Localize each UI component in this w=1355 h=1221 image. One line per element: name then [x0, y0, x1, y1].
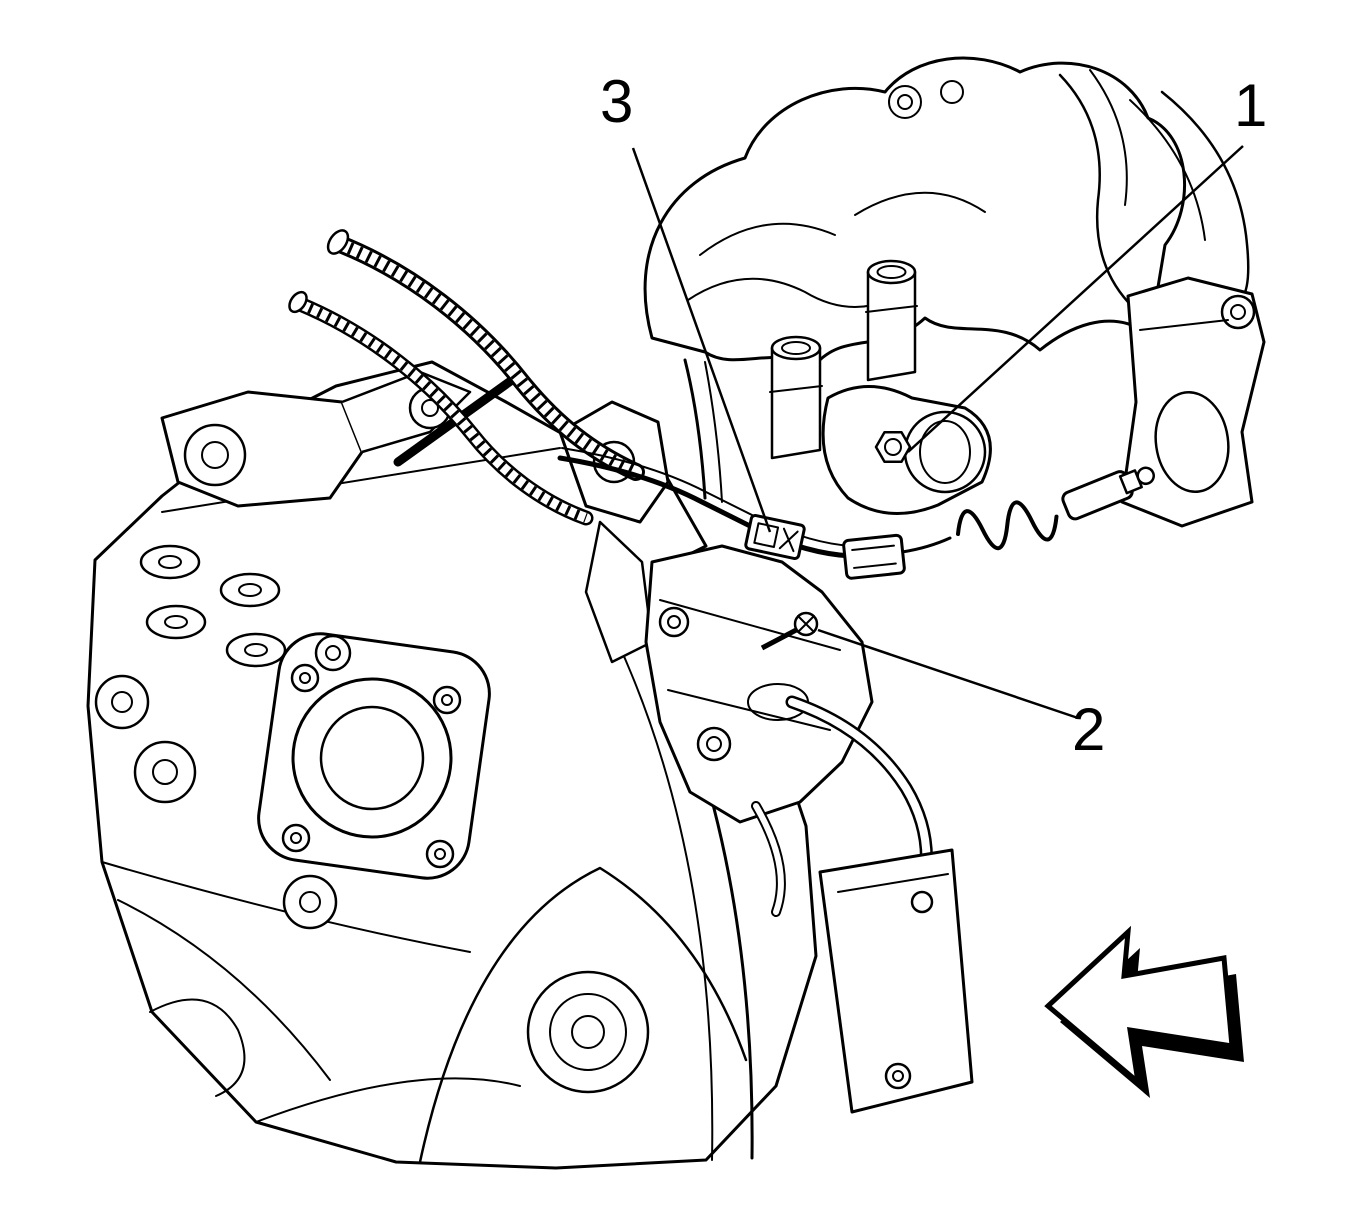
view-direction-arrow-icon: [1044, 925, 1244, 1098]
coolant-pipe-1: [865, 259, 918, 382]
callout-1-label: 1: [1234, 72, 1268, 139]
leader-lines: [631, 145, 1244, 720]
flange-plate: [257, 632, 491, 880]
sensor-wire-lead: [900, 536, 952, 554]
bolt-2: [760, 611, 819, 651]
sensor-wire-coil: [956, 500, 1059, 551]
wiring-harness: [557, 358, 952, 559]
leader-line-3: [631, 147, 772, 533]
connector-3: [744, 514, 806, 560]
ribbed-hose-1: [326, 229, 645, 481]
callout-3-label: 3: [600, 68, 634, 135]
bolt-bosses-left: [139, 544, 287, 668]
thermostat-housing: [821, 385, 992, 515]
mounting-bracket-right: [1120, 276, 1266, 528]
oxygen-sensor: [1061, 466, 1155, 521]
engine-upper-assembly: [643, 56, 1250, 367]
coolant-pipe-2: [769, 335, 823, 460]
leader-line-1: [907, 145, 1244, 453]
connector-b: [842, 533, 906, 580]
sensor-1: [874, 431, 912, 463]
ribbed-hose-2: [288, 290, 594, 526]
lower-right-bracket: [818, 848, 974, 1114]
leader-line-2: [817, 628, 1079, 720]
callout-2-label: 2: [1072, 696, 1106, 763]
bracket-assembly-center: [644, 544, 874, 824]
